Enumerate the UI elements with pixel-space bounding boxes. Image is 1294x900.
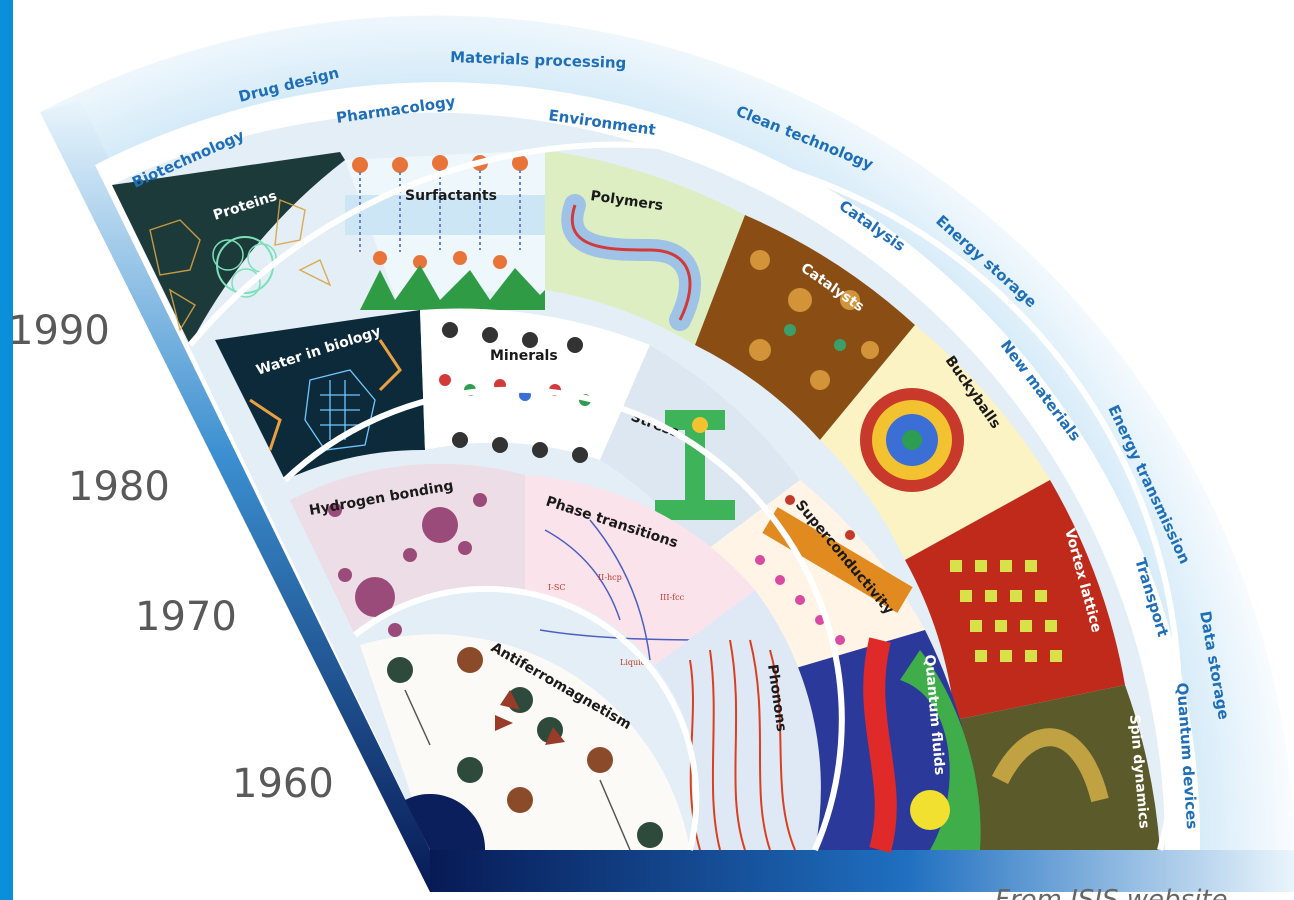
- water-mesh: [304, 369, 376, 451]
- tile-phonons: [655, 590, 821, 850]
- antiferromagnet-spins: [387, 647, 663, 851]
- tile-phase-transitions: [525, 475, 755, 665]
- vortex-grid: [950, 560, 1062, 662]
- phase-label-3: III-fcc: [660, 593, 685, 602]
- fan-center-hub: [405, 793, 486, 850]
- left-accent-bar: [0, 0, 13, 900]
- ring-separators: [187, 141, 1183, 852]
- tile-catalysts: [695, 215, 915, 440]
- tile-spin-dynamics: [955, 685, 1160, 850]
- year-1960: 1960: [232, 761, 334, 807]
- year-labels: 1990 1980 1970 1960: [8, 308, 334, 807]
- phase-label-2: II-hcp: [598, 573, 622, 582]
- ring-1970: Hydrogen bonding I-SC II-hcp III-fcc Liq…: [290, 463, 821, 851]
- phase-label-4: Liquid: [620, 658, 646, 667]
- catalyst-structure: [749, 250, 879, 390]
- hydrogen-molecules: [328, 493, 487, 637]
- year-1990: 1990: [8, 308, 110, 354]
- label-surfactants: Surfactants: [405, 188, 497, 204]
- proteins-mesh: [149, 199, 332, 332]
- tile-proteins: [112, 152, 345, 345]
- phase-diagram-lines: [539, 519, 701, 661]
- fan-bottom-edge: [430, 850, 1294, 892]
- label-minerals: Minerals: [490, 348, 558, 364]
- source-credit: From ISIS website: [995, 885, 1227, 900]
- tile-minerals: [420, 308, 650, 460]
- year-1970: 1970: [135, 594, 237, 640]
- stress-beam: [655, 410, 735, 520]
- year-1980: 1980: [68, 464, 170, 510]
- phase-label-1: I-SC: [548, 583, 565, 592]
